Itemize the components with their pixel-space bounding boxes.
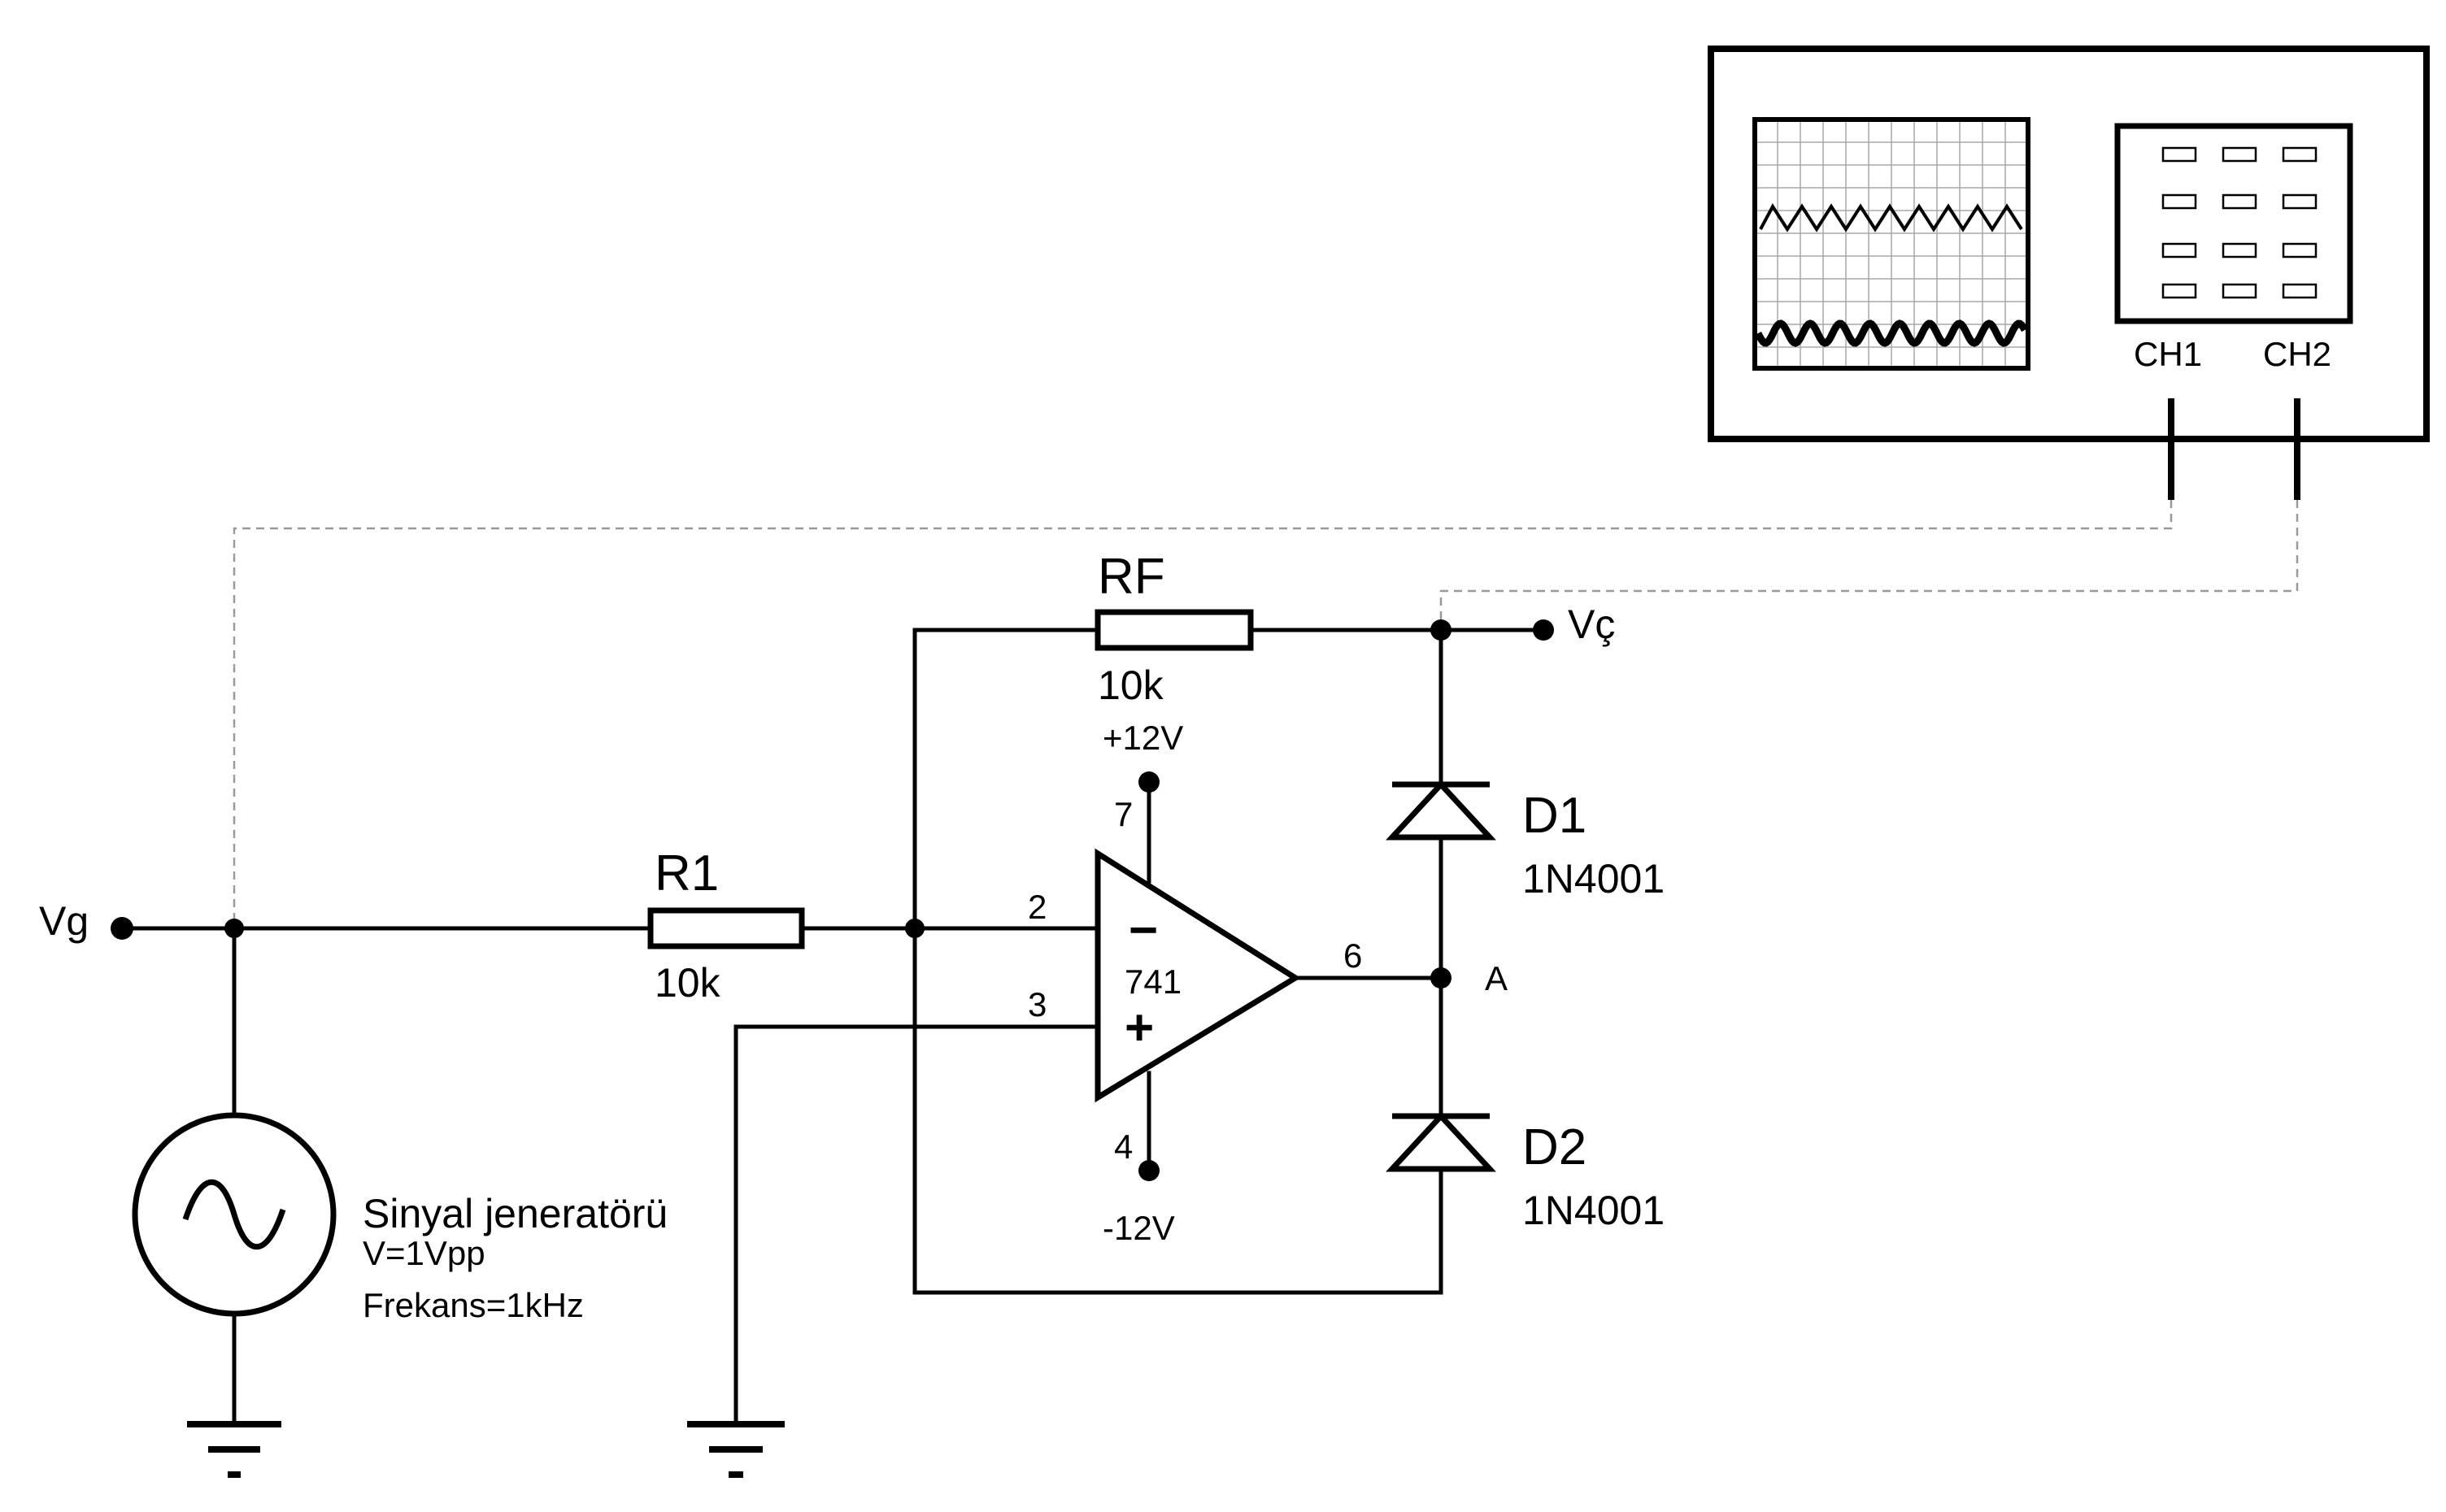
node-a-junction xyxy=(1430,967,1451,988)
generator-name: Sinyal jeneratörü xyxy=(363,1191,668,1236)
generator-frequency: Frekans=1kHz xyxy=(363,1286,584,1324)
vneg-terminal[interactable] xyxy=(1138,1160,1160,1181)
opamp-triangle xyxy=(1095,848,1301,1103)
resistor-rf: RF 10k xyxy=(1095,549,1254,708)
scope-button[interactable] xyxy=(2222,193,2257,210)
scope-button[interactable] xyxy=(2282,146,2318,163)
signal-generator: Sinyal jeneratörü V=1Vpp Frekans=1kHz xyxy=(132,1112,668,1324)
d2-model: 1N4001 xyxy=(1522,1188,1665,1233)
scope-button[interactable] xyxy=(2222,283,2257,299)
rf-name: RF xyxy=(1098,549,1165,605)
diode-d1: D1 1N4001 xyxy=(1386,780,1665,902)
oscilloscope: CH1 CH2 xyxy=(1708,46,2430,500)
input-junction xyxy=(224,919,244,938)
node-a-label: A xyxy=(1485,959,1508,997)
input-wiring: Vg xyxy=(39,898,653,1427)
scope-button[interactable] xyxy=(2161,193,2197,210)
scope-button[interactable] xyxy=(2161,146,2197,163)
r1-value: 10k xyxy=(655,960,721,1006)
ch2-trace xyxy=(1754,319,2028,347)
generator-circle xyxy=(132,1112,337,1317)
scope-button[interactable] xyxy=(2161,242,2197,259)
oscilloscope-buttons xyxy=(2161,146,2318,299)
sine-wave-icon xyxy=(182,1179,286,1250)
r1-name: R1 xyxy=(655,845,719,902)
rf-value: 10k xyxy=(1098,663,1164,708)
scope-button[interactable] xyxy=(2161,283,2197,299)
ch1-trace xyxy=(1759,203,2023,232)
feedback-wiring xyxy=(912,628,1546,1295)
noninverting-sign: + xyxy=(1125,1000,1154,1056)
inverting-sign: − xyxy=(1129,902,1158,958)
ch1-probe-wire xyxy=(233,500,2173,927)
d1-model: 1N4001 xyxy=(1522,856,1665,902)
pin-6-label: 6 xyxy=(1343,936,1362,975)
ch2-probe-wire xyxy=(1439,500,2299,630)
vc-terminal[interactable] xyxy=(1533,619,1554,641)
ground-generator xyxy=(187,1421,281,1478)
opamp-741: − + 741 2 3 6 7 4 +12V -12V xyxy=(1028,719,1443,1247)
vc-label: Vç xyxy=(1568,602,1615,647)
scope-button[interactable] xyxy=(2222,146,2257,163)
r1-body xyxy=(647,907,805,949)
rf-body xyxy=(1095,609,1254,651)
opamp-model: 741 xyxy=(1125,962,1182,1001)
pin-3-label: 3 xyxy=(1028,985,1047,1023)
diode-d2: D2 1N4001 xyxy=(1386,1111,1665,1233)
vneg-label: -12V xyxy=(1103,1209,1175,1247)
vpos-label: +12V xyxy=(1103,719,1183,757)
d2-name: D2 xyxy=(1522,1119,1586,1175)
oscilloscope-body xyxy=(1708,46,2430,442)
scope-button[interactable] xyxy=(2282,193,2318,210)
generator-voltage: V=1Vpp xyxy=(363,1234,485,1272)
vg-label: Vg xyxy=(39,898,89,944)
vg-terminal[interactable] xyxy=(111,917,133,940)
oscilloscope-control-panel xyxy=(2114,123,2353,324)
d1-name: D1 xyxy=(1522,788,1586,844)
pin-7-label: 7 xyxy=(1114,795,1133,833)
wire-noninv-to-ground xyxy=(733,1024,1100,1427)
resistor-r1: R1 10k xyxy=(647,845,805,1006)
oscilloscope-screen xyxy=(1752,117,2030,371)
ch2-label: CH2 xyxy=(2263,335,2331,373)
ch1-label: CH1 xyxy=(2134,335,2202,373)
output-junction xyxy=(1430,619,1451,641)
scope-button[interactable] xyxy=(2222,242,2257,259)
pin-4-label: 4 xyxy=(1114,1127,1133,1166)
vpos-terminal[interactable] xyxy=(1138,771,1160,793)
d1-body xyxy=(1386,780,1496,841)
scope-button[interactable] xyxy=(2282,283,2318,299)
ground-noninverting xyxy=(687,1421,785,1478)
scope-button[interactable] xyxy=(2282,242,2318,259)
d2-body xyxy=(1386,1111,1496,1172)
pin-2-label: 2 xyxy=(1028,888,1047,926)
